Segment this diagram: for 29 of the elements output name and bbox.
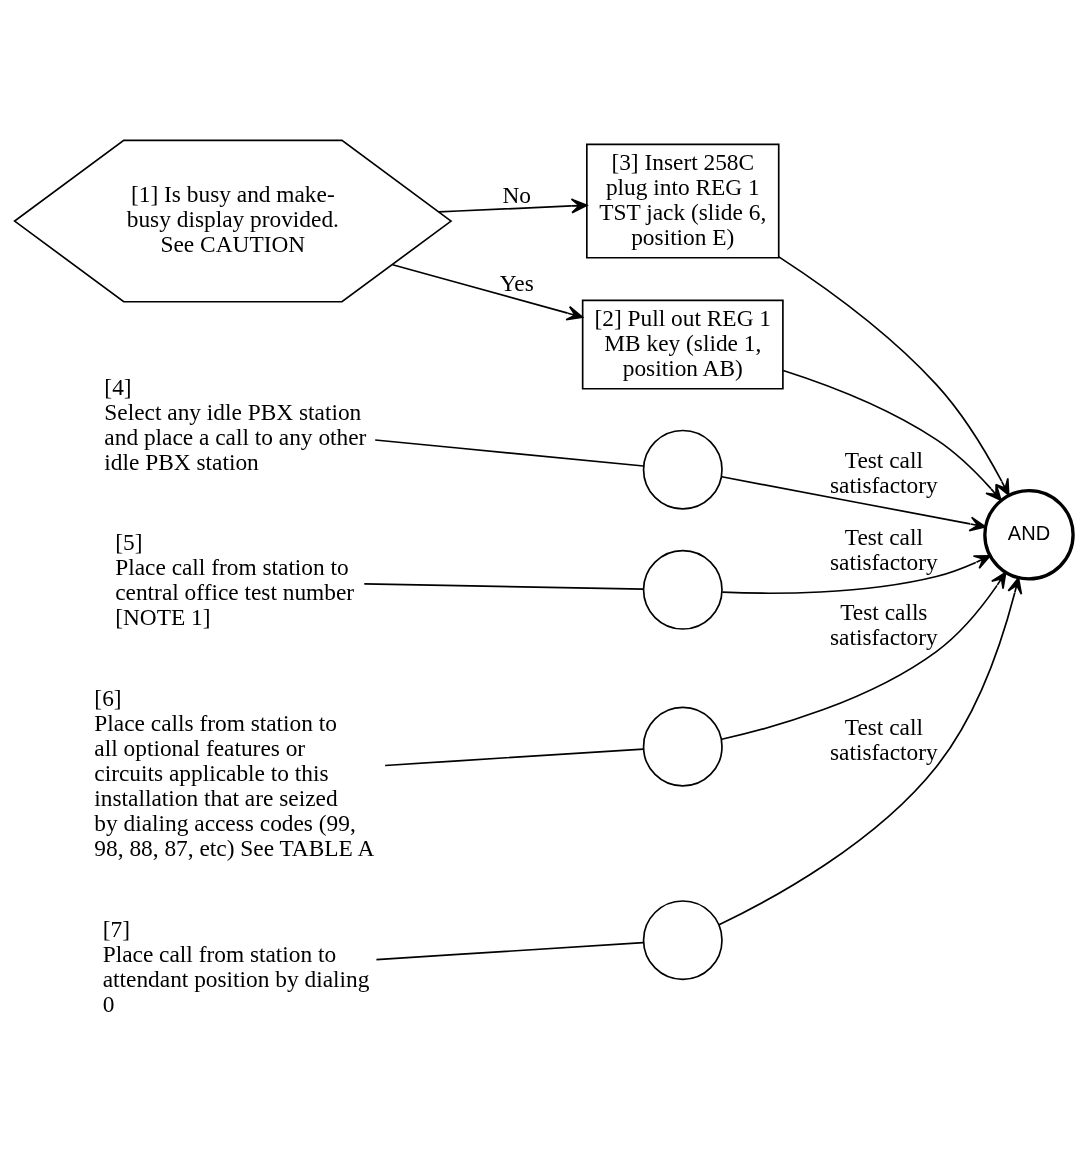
arrow: [391, 263, 584, 321]
connector: [374, 439, 645, 467]
connector: [375, 941, 645, 961]
node-circle: [642, 706, 723, 787]
edge-label: Test call satisfactory: [830, 447, 938, 499]
connector: [363, 583, 645, 590]
node-text: [4] Select any idle PBX station and place a call to any other idle PBX station: [104, 373, 367, 476]
node-text: [7] Place call from station to attendant position by dialing 0: [102, 916, 370, 1018]
arrow: [721, 554, 991, 595]
edge-label: No: [502, 182, 532, 209]
edge-label: Test calls satisfactory: [830, 599, 938, 651]
node-box: [3] Insert 258C plug into REG 1 TST jack (slide 6, position E): [586, 143, 780, 259]
node-box: [2] Pull out REG 1 MB key (slide 1, position AB): [581, 299, 784, 390]
node-text: [6] Place calls from station to all optional features or circuits applicable to this installation that are seized by dialing access codes (99, 98, 88, 87, etc) See TABLE A: [94, 685, 375, 862]
edge-label: Test call satisfactory: [830, 714, 938, 766]
node-circle: [642, 549, 723, 630]
arrow: [778, 256, 1010, 496]
node-text: [5] Place call from station to central office test number [NOTE 1]: [115, 529, 355, 631]
edge-label: Yes: [499, 270, 534, 297]
arrow: [782, 369, 1002, 502]
arrow: [720, 475, 987, 532]
connector: [384, 748, 645, 767]
node-circle: [642, 429, 723, 510]
node-circle: AND: [983, 488, 1075, 581]
node-circle: [642, 900, 723, 981]
edge-label: Test call satisfactory: [830, 524, 938, 576]
arrow: [718, 577, 1023, 926]
arrow: [438, 198, 588, 214]
arrow: [720, 571, 1007, 741]
